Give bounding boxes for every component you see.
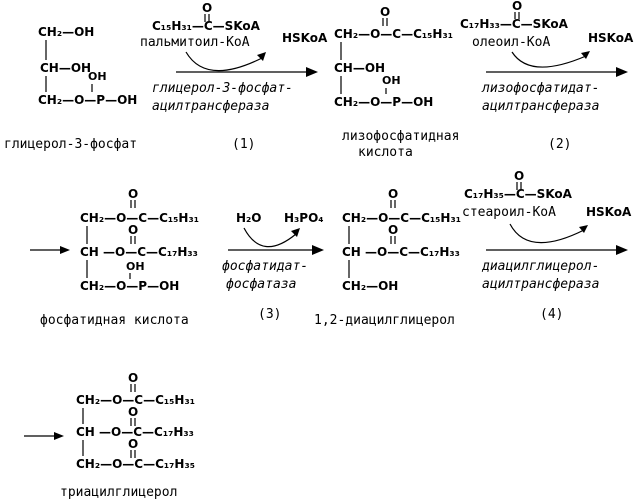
step1-hskoa: HSKoA	[282, 31, 328, 45]
lpa-bot: CH₂—O—P—OH	[334, 95, 433, 109]
step4-curved-arrow	[509, 223, 585, 244]
step1-enzyme-line2: ацилтрансфераза	[152, 99, 269, 114]
pa-bot: CH₂—O—P—OH	[80, 279, 179, 293]
step-3: H₂O H₃PO₄ фосфатидат- фосфатаза (3)	[222, 211, 324, 322]
g3p-name: глицерол-3-фосфат	[4, 137, 137, 152]
triacylglycerol-structure: O CH₂—O—C—C₁₅H₃₁ O CH —O—C—C₁₇H₃₃ O CH₂—…	[24, 371, 195, 500]
lpa-name-line1: лизофосфатидная	[342, 129, 459, 144]
step2-curved-arrow	[511, 51, 587, 68]
step1-enzyme-line1: глицерол-3-фосфат-	[152, 81, 293, 96]
step-2: O C₁₇H₃₃—C—SKoA олеоил-КоА HSKoA лизофос…	[460, 0, 634, 152]
step3-number: (3)	[258, 307, 281, 322]
step2-enzyme-line1: лизофосфатидат-	[481, 81, 599, 96]
g3p-choh: CH—OH	[40, 61, 91, 75]
lpa-carbonyl-o: O	[380, 5, 390, 19]
dag-carbonyl-o1: O	[388, 187, 398, 201]
pa-carbonyl-o1: O	[128, 187, 138, 201]
tag-top: CH₂—O—C—C₁₅H₃₁	[76, 393, 195, 407]
step3-curved-arrow	[243, 227, 297, 248]
step3-enzyme-line2: фосфатаза	[226, 277, 296, 292]
pa-mid: CH —O—C—C₁₇H₃₃	[80, 245, 198, 259]
phosphatidic-acid-structure: O CH₂—O—C—C₁₅H₃₁ O CH —O—C—C₁₇H₃₃ OH CH₂…	[30, 187, 199, 328]
glycerol-3-phosphate-structure: CH₂—OH CH—OH OH CH₂—O—P—OH глицерол-3-фо…	[4, 25, 137, 152]
step2-carbonyl-o: O	[512, 0, 522, 13]
dag-mid: CH —O—C—C₁₇H₃₃	[342, 245, 460, 259]
step4-hskoa: HSKoA	[586, 205, 632, 219]
step4-acyl: C₁₇H₃₅—C—SKoA	[464, 187, 573, 201]
step3-water: H₂O	[236, 211, 262, 225]
step2-hskoa: HSKoA	[588, 31, 634, 45]
step3-enzyme-line1: фосфатидат-	[222, 259, 308, 274]
step3-phosphoric-acid: H₃PO₄	[284, 211, 324, 225]
step4-carbonyl-o: O	[514, 169, 524, 183]
tag-bot: CH₂—O—C—C₁₇H₃₅	[76, 457, 195, 471]
pa-name: фосфатидная кислота	[40, 313, 189, 328]
diacylglycerol-structure: O CH₂—O—C—C₁₅H₃₁ O CH —O—C—C₁₇H₃₃ CH₂—OH…	[314, 187, 461, 328]
pa-top: CH₂—O—C—C₁₅H₃₁	[80, 211, 199, 225]
g3p-oh-top: OH	[88, 70, 107, 83]
step4-acyl-name: стеароил-КоА	[462, 205, 556, 220]
tag-carbonyl-o1: O	[128, 371, 138, 385]
pa-carbonyl-o2: O	[128, 223, 138, 237]
step2-acyl-name: олеоил-КоА	[472, 35, 550, 50]
tag-carbonyl-o3: O	[128, 437, 138, 451]
lpa-name-line2: кислота	[358, 145, 413, 160]
lpa-top: CH₂—O—C—C₁₅H₃₁	[334, 27, 453, 41]
step1-acyl-name: пальмитоил-КоА	[140, 35, 250, 50]
pa-oh-top: OH	[126, 260, 145, 273]
step2-number: (2)	[548, 137, 571, 152]
step-4: O C₁₇H₃₅—C—SKoA стеароил-КоА HSKoA диаци…	[462, 169, 632, 322]
step2-acyl: C₁₇H₃₃—C—SKoA	[460, 17, 569, 31]
step2-enzyme-line2: ацилтрансфераза	[482, 99, 599, 114]
tag-name: триацилглицерол	[60, 485, 177, 500]
step4-enzyme-line2: ацилтрансфераза	[482, 277, 599, 292]
dag-carbonyl-o2: O	[388, 223, 398, 237]
dag-top: CH₂—O—C—C₁₅H₃₁	[342, 211, 461, 225]
dag-bot: CH₂—OH	[342, 279, 398, 293]
step1-acyl: C₁₅H₃₁—C—SKoA	[152, 19, 261, 33]
tag-carbonyl-o2: O	[128, 405, 138, 419]
step-1: O C₁₅H₃₁—C—SKoA пальмитоил-КоА HSKoA гли…	[140, 1, 328, 152]
step1-curved-arrow	[185, 51, 263, 72]
lysophosphatidic-acid-structure: O CH₂—O—C—C₁₅H₃₁ CH—OH OH CH₂—O—P—OH лиз…	[334, 5, 459, 160]
tag-mid: CH —O—C—C₁₇H₃₃	[76, 425, 194, 439]
lpa-oh-top: OH	[382, 74, 401, 87]
lpa-mid: CH—OH	[334, 61, 385, 75]
step4-number: (4)	[540, 307, 563, 322]
g3p-ch2oh: CH₂—OH	[38, 25, 94, 39]
g3p-ch2op: CH₂—O—P—OH	[38, 93, 137, 107]
step1-number: (1)	[232, 137, 255, 152]
step1-carbonyl-o: O	[202, 1, 212, 15]
step4-enzyme-line1: диацилглицерол-	[481, 259, 599, 274]
dag-name: 1,2-диацилглицерол	[314, 313, 455, 328]
